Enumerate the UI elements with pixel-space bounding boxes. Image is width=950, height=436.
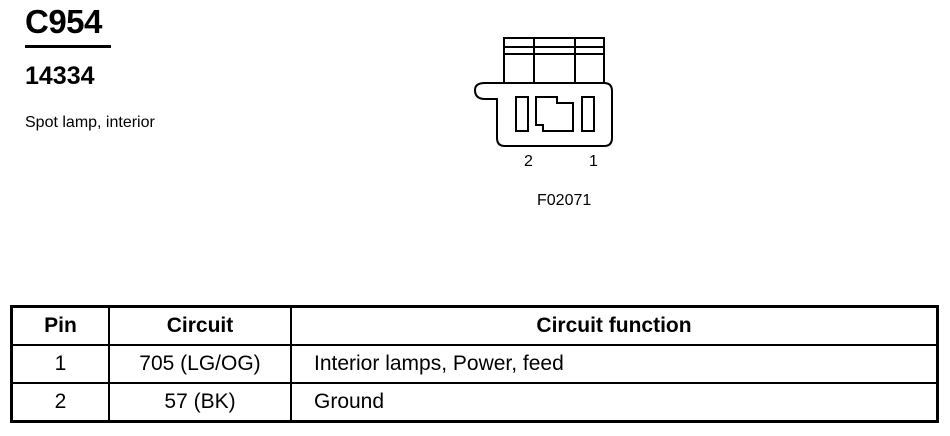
table-header-row: Pin Circuit Circuit function bbox=[10, 305, 939, 346]
cell-circuit-function: Ground bbox=[290, 382, 939, 423]
connector-body bbox=[473, 82, 613, 147]
header-circuit-function: Circuit function bbox=[290, 305, 939, 346]
cell-pin: 1 bbox=[10, 344, 110, 384]
cavity-keyed bbox=[535, 96, 574, 132]
pin-label-2: 2 bbox=[524, 153, 533, 170]
cavity-pin-2 bbox=[515, 96, 529, 132]
header-circuit: Circuit bbox=[108, 305, 292, 346]
connector-id-underline bbox=[25, 45, 111, 48]
cavity-pin-1 bbox=[581, 96, 595, 132]
connector-latch bbox=[503, 37, 605, 84]
cell-pin: 2 bbox=[10, 382, 110, 423]
connector-description: Spot lamp, interior bbox=[25, 114, 155, 131]
cell-circuit: 57 (BK) bbox=[108, 382, 292, 423]
table-row: 1 705 (LG/OG) Interior lamps, Power, fee… bbox=[10, 344, 939, 384]
pin-table: Pin Circuit Circuit function 1 705 (LG/O… bbox=[10, 305, 939, 423]
header-pin: Pin bbox=[10, 305, 110, 346]
part-number: 14334 bbox=[25, 62, 95, 90]
pin-label-1: 1 bbox=[589, 153, 598, 170]
figure-code: F02071 bbox=[537, 192, 592, 209]
table-row: 2 57 (BK) Ground bbox=[10, 382, 939, 423]
cell-circuit-function: Interior lamps, Power, feed bbox=[290, 344, 939, 384]
connector-id: C954 bbox=[25, 3, 102, 40]
connector-face-diagram bbox=[473, 37, 613, 147]
cell-circuit: 705 (LG/OG) bbox=[108, 344, 292, 384]
